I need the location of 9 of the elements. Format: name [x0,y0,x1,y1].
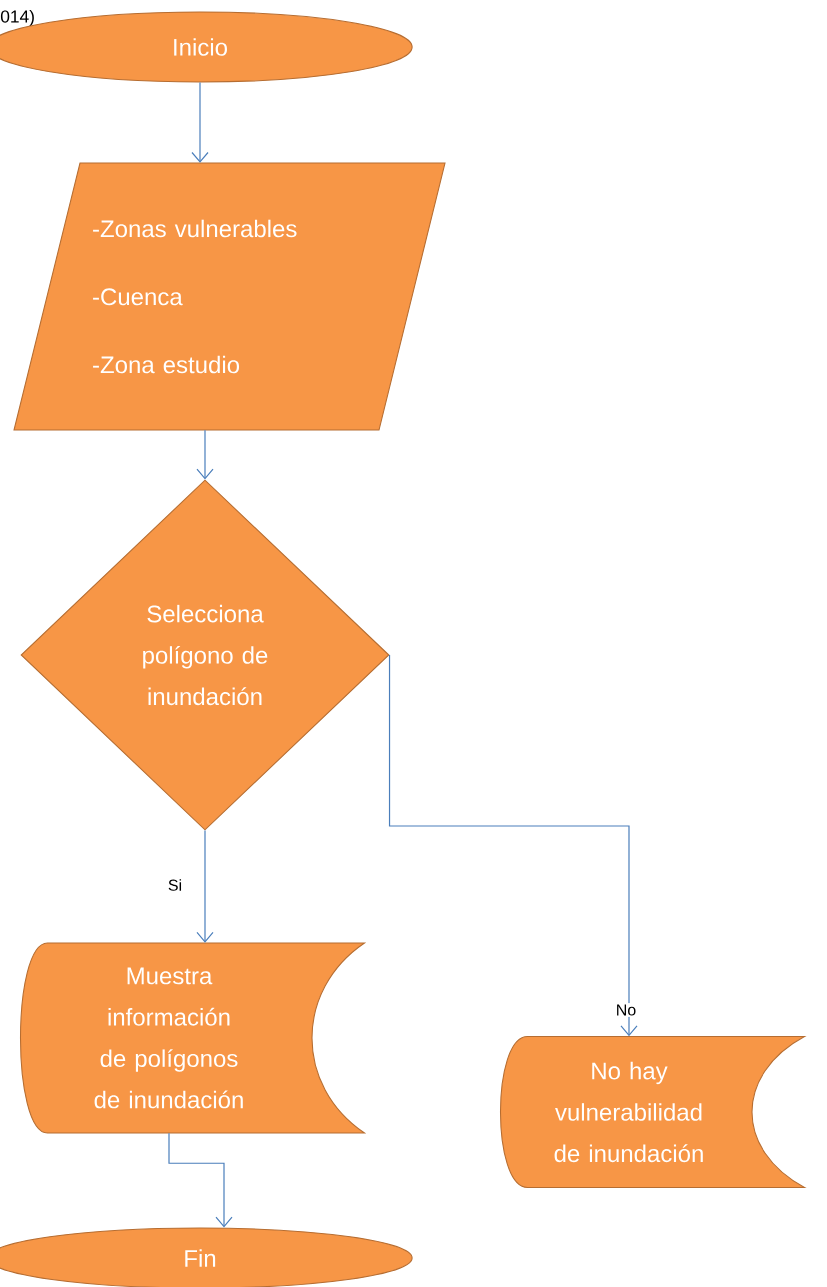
arrow [191,81,209,163]
edge-label: Si [166,877,184,893]
arrow [196,829,214,943]
input-parallelogram: -Zonas vulnerables -Cuenca -Zona estudio [13,162,446,431]
edge-label: No [614,1003,638,1017]
arrow [168,1132,233,1228]
arrow [196,429,214,480]
note-text: 014) [0,9,34,27]
arrow [388,654,638,1037]
